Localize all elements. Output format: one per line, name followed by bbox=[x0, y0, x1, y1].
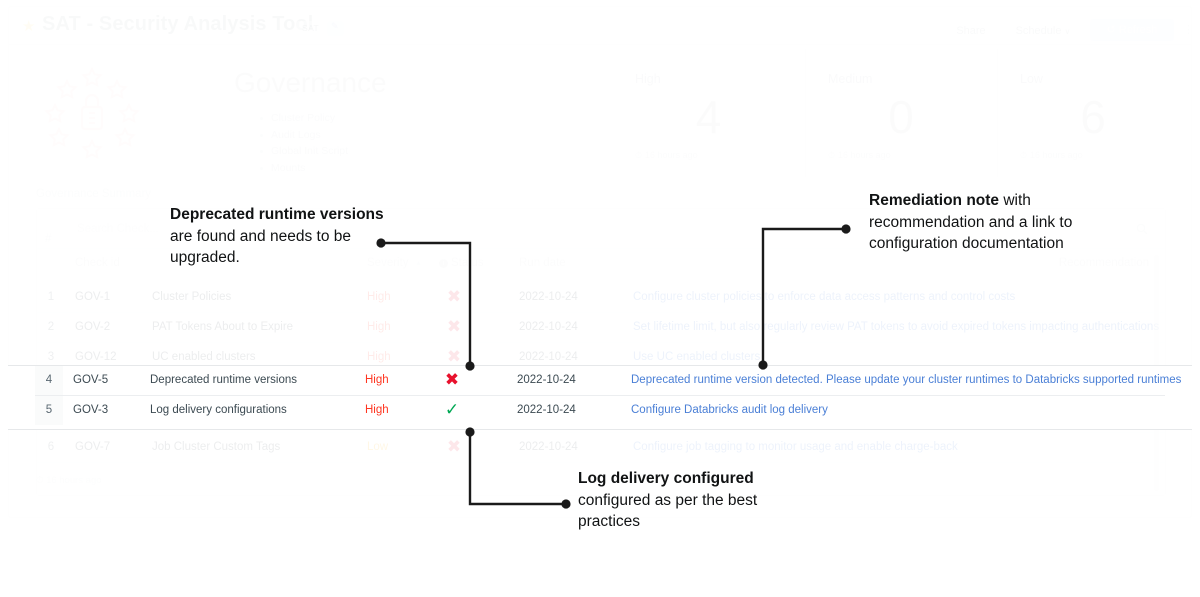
annotation-bold-text: Remediation note bbox=[869, 192, 1000, 209]
leader-dot bbox=[758, 360, 768, 370]
annotation-bold-text: Log delivery configured bbox=[578, 470, 754, 487]
leader-line-deprecated bbox=[381, 241, 472, 365]
leader-line-remediation bbox=[761, 227, 846, 365]
leader-dot bbox=[841, 224, 851, 234]
leader-line-log-delivery bbox=[468, 432, 566, 506]
leader-dot bbox=[465, 361, 475, 371]
annotation-deprecated-runtime: Deprecated runtime versions are found an… bbox=[170, 204, 385, 269]
annotation-rest-text: are found and needs to be upgraded. bbox=[170, 227, 351, 267]
leader-dot bbox=[561, 499, 571, 509]
leader-dot bbox=[465, 427, 475, 437]
annotation-rest-text: configured as per the best practices bbox=[578, 491, 758, 531]
annotation-remediation-note: Remediation note with recommendation and… bbox=[869, 190, 1084, 255]
annotation-log-delivery: Log delivery configured configured as pe… bbox=[578, 468, 788, 533]
annotation-bold-text: Deprecated runtime versions bbox=[170, 206, 384, 223]
